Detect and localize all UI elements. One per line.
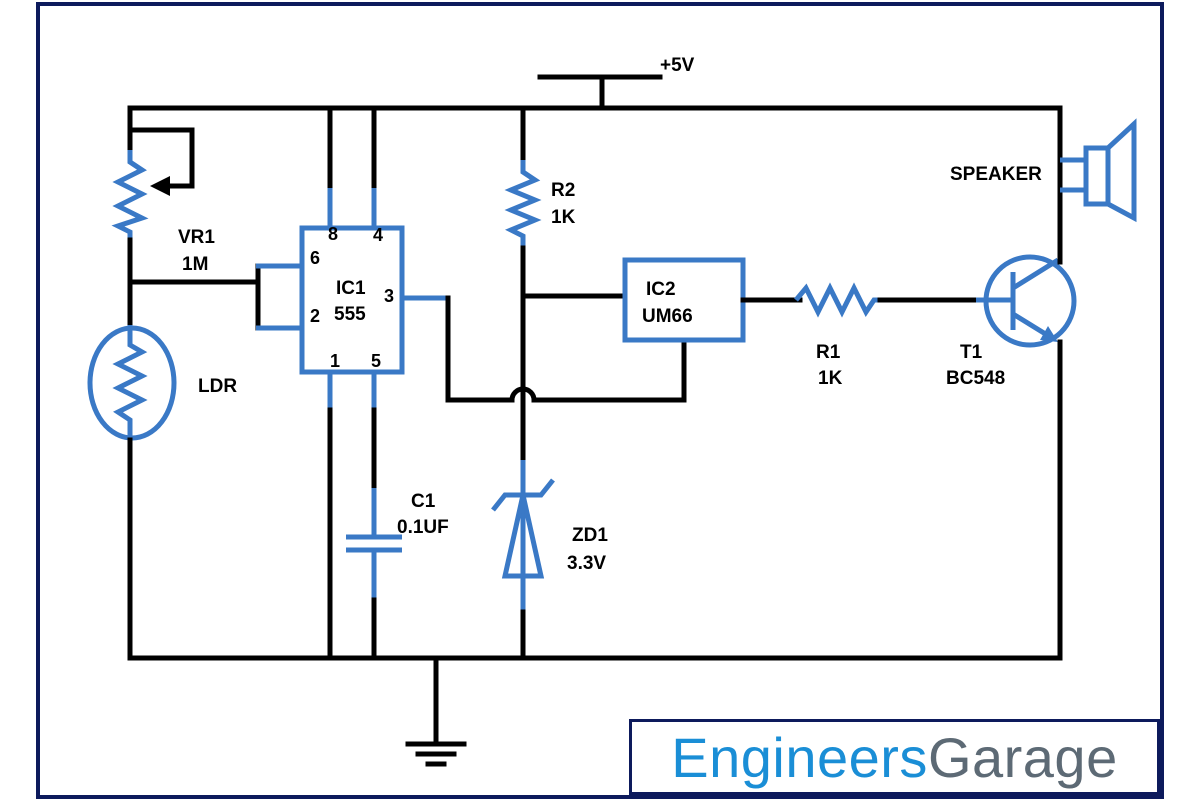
c1-ref-label: C1 — [411, 491, 436, 512]
r2-value-label: 1K — [551, 207, 576, 228]
brand-logo-part1: Engineers — [671, 725, 928, 789]
zd1-zener-diode — [491, 460, 555, 612]
vr1-potentiometer — [111, 127, 195, 240]
c1-capacitor — [346, 488, 402, 600]
r2-ref-label: R2 — [551, 180, 575, 201]
ic2-part-label: UM66 — [642, 306, 693, 327]
brand-logo-part2: Garage — [927, 725, 1118, 789]
ic1-pin-8-label: 8 — [328, 224, 338, 244]
r2-resistor — [504, 160, 542, 248]
vr1-wiper-arrow — [150, 176, 170, 196]
zd1-value-label: 3.3V — [567, 553, 606, 574]
t1-transistor — [976, 254, 1077, 348]
ic1-part-label: 555 — [334, 304, 366, 325]
vr1-wiper-wire — [127, 127, 195, 189]
ic2-ground-wire — [531, 337, 687, 403]
t1-ref-label: T1 — [960, 342, 983, 363]
supply-terminal — [537, 74, 663, 111]
ground-icon — [405, 655, 467, 767]
speaker-icon — [1060, 118, 1137, 223]
ic1-ref-label: IC1 — [336, 278, 366, 299]
ic2-body — [622, 257, 746, 343]
ic1-pin-1-label: 1 — [330, 351, 340, 371]
r1-ref-label: R1 — [816, 342, 841, 363]
ic1-pin-2-label: 2 — [310, 306, 320, 326]
ldr-label: LDR — [198, 376, 237, 397]
vr1-ref-label: VR1 — [178, 227, 215, 248]
vr1-value-label: 1M — [182, 254, 208, 275]
supply-label: +5V — [660, 55, 695, 76]
c1-value-label: 0.1UF — [397, 517, 449, 538]
ic1-pin-3-label: 3 — [384, 286, 394, 306]
ic1-pin-4-label: 4 — [373, 225, 383, 245]
r1-value-label: 1K — [818, 368, 843, 389]
t1-part-label: BC548 — [946, 368, 1005, 389]
zd1-ref-label: ZD1 — [572, 525, 608, 546]
diagram-frame — [36, 2, 1164, 799]
ic1-pin-6-label: 6 — [310, 248, 320, 268]
speaker-label: SPEAKER — [950, 164, 1042, 185]
brand-logo-box: EngineersGarage — [629, 719, 1160, 795]
r1-resistor — [794, 282, 882, 318]
brand-logo: EngineersGarage — [671, 725, 1117, 790]
pin-3-wire — [445, 295, 515, 403]
ic1-pin-5-label: 5 — [371, 351, 381, 371]
ldr-sensor — [87, 325, 177, 441]
ic2-ref-label: IC2 — [646, 279, 676, 300]
